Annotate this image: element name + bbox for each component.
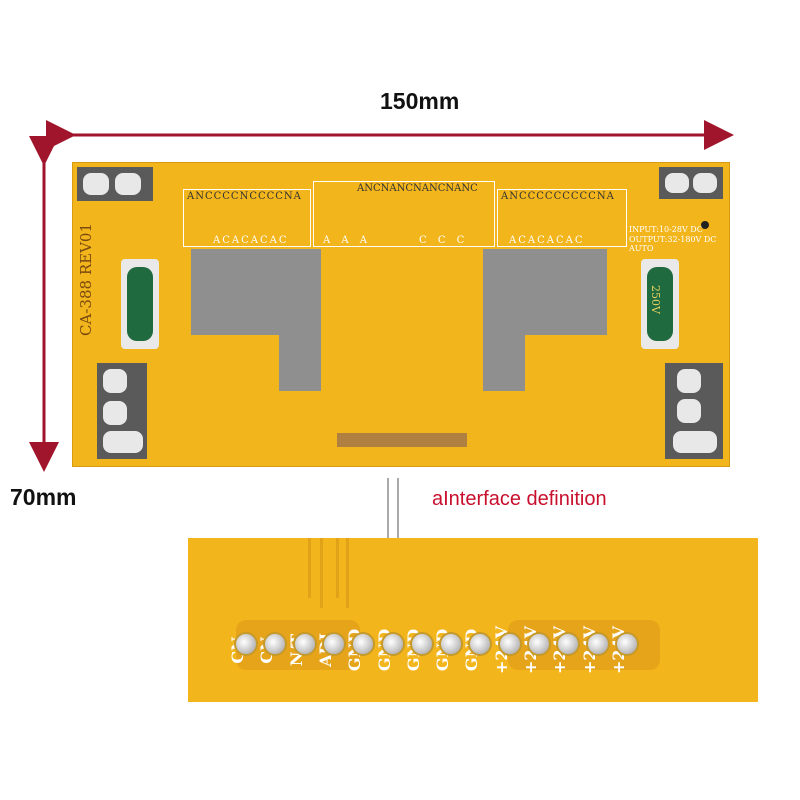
heatsink-pad-left [191,249,321,335]
width-label: 150mm [380,88,460,114]
connector-pin [556,632,581,656]
connector-pin [351,632,376,656]
input-spec-text: INPUT:10-28V DC [629,225,703,234]
heatsink-pad-right-ext [483,333,525,391]
mount-hole-small [701,221,709,229]
mount-pad-bottom-left-hole-2 [103,401,127,425]
capacitor-right-rating: 250V [649,285,662,314]
mount-pad-bottom-left-hole-1 [103,369,127,393]
connector-pin [409,632,434,656]
output-spec-text: OUTPUT:32-180V DC AUTO [629,235,717,253]
heatsink-pad-right [483,249,607,335]
mount-pad-top-left-hole-2 [115,173,141,195]
connector-pin [527,632,551,656]
header-top-center-label: ANCNANCNANCNANC [357,183,478,194]
connector-strip [337,433,467,447]
height-label: 70mm [10,484,77,510]
pcb-board: 250V CA-388 REV01 INPUT:10-28V DC OUTPUT… [72,162,730,467]
mount-pad-top-right-hole-1 [665,173,689,193]
header-bot-left-label: ACACACAC [213,235,289,246]
connector-pin [497,632,522,656]
header-top-left [183,189,311,247]
mount-pad-bottom-right-hole-1 [677,369,701,393]
mount-pad-top-left-hole-1 [83,173,109,195]
connector-pin [614,632,639,656]
connector-pin [380,632,405,656]
capacitor-right-body [647,267,673,341]
header-bot-right-label: ACACACAC [509,235,585,246]
connector-pin [263,632,288,656]
header-top-right [497,189,627,247]
mount-pad-bottom-right-hole-2 [677,399,701,423]
connector-pin [585,632,610,656]
connector-pins: CNCNN/TADJGNDGNDGNDGNDGND+24V+24V+24V+24… [188,538,758,702]
interface-callout-title: aInterface definition [432,488,607,510]
connector-pin [292,632,317,656]
board-model-text: CA-388 REV01 [77,223,95,336]
connector-pin [321,632,346,656]
header-top-left-label: ANCCCCNCCCCNA [187,191,302,202]
header-bot-center-a: A A A [323,235,372,246]
connector-zoom-view: CNCNN/TADJGNDGNDGNDGNDGND+24V+24V+24V+24… [188,538,758,702]
mount-pad-top-right-hole-2 [693,173,717,193]
mount-pad-bottom-left-hole-3 [103,431,143,453]
mount-pad-bottom-right-hole-3 [673,431,717,453]
capacitor-left-body [127,267,153,341]
connector-pin [468,632,493,656]
zoom-trace-3 [336,538,339,598]
zoom-trace-4 [346,538,349,608]
header-bot-center-c: C C C [419,235,469,246]
header-top-right-label: ANCCCCCCCCCNA [501,191,615,202]
connector-pin [439,632,464,656]
connector-pin [234,632,258,656]
heatsink-pad-left-ext [279,333,321,391]
header-top-center [313,181,495,247]
zoom-trace-1 [308,538,311,598]
zoom-trace-2 [320,538,323,608]
